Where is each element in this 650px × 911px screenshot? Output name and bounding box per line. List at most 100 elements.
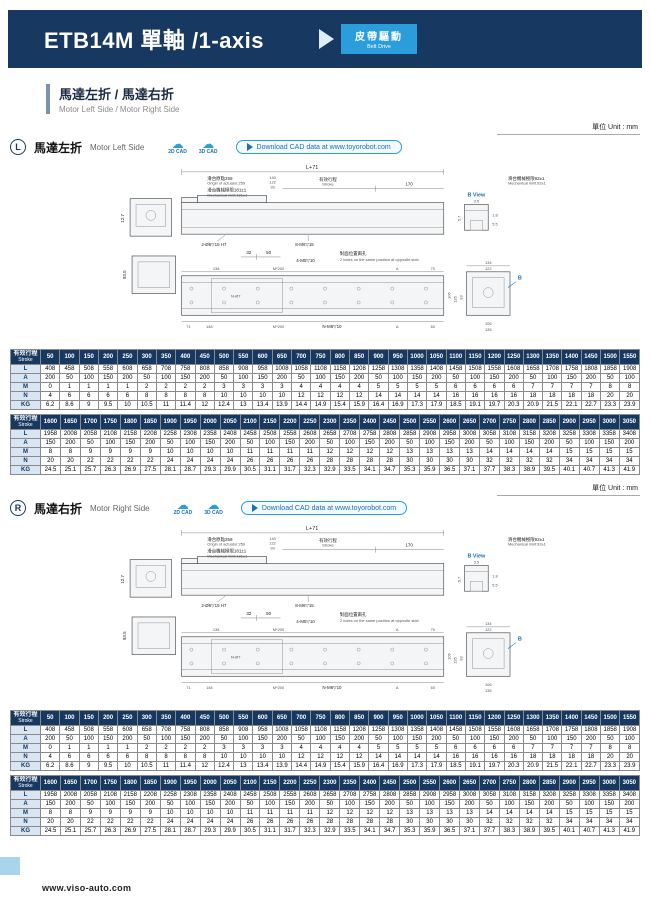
spec-cell: 2858 [399, 790, 421, 800]
spec-cell: 3 [233, 382, 254, 392]
spec-cell: 200 [503, 734, 524, 744]
spec-cell: 26.9 [119, 465, 141, 475]
spec-cell: 16.4 [368, 761, 389, 771]
cad-2d-link[interactable]: ☁ 2D CAD [168, 138, 187, 155]
subtitle-en: Motor Left Side / Motor Right Side [59, 105, 180, 114]
stroke-column-header: 750 [310, 710, 331, 726]
spec-cell: 2708 [339, 429, 361, 439]
spec-cell: 1358 [406, 725, 428, 735]
stroke-column-header: 2550 [419, 414, 441, 430]
spec-cell: 8 [40, 447, 61, 457]
spec-cell: 200 [459, 438, 480, 448]
spec-cell: 1758 [561, 364, 582, 374]
spec-cell: 2958 [439, 790, 461, 800]
cad-3d-link[interactable]: ☁ 3D CAD [204, 499, 223, 516]
end-view: 134 122 93 106 135 B [459, 621, 522, 693]
spec-cell: 24.5 [40, 465, 61, 475]
spec-cell: 32 [498, 817, 520, 827]
spec-cell: 200 [459, 799, 480, 809]
spec-cell: 20.3 [503, 761, 524, 771]
holes-n-d7: N-Ø7 [231, 655, 240, 660]
spec-cell: 2 [155, 743, 177, 753]
stroke-column-header: 2900 [558, 414, 580, 430]
spec-cell: 12 [310, 752, 331, 762]
spec-cell: 18 [522, 391, 544, 401]
spec-cell: 50 [319, 799, 341, 809]
spec-cell: 11 [279, 808, 301, 818]
spec-cell: 16 [484, 391, 505, 401]
spec-cell: 2558 [279, 790, 301, 800]
stroke-column-header: 1600 [40, 775, 61, 791]
spec-cell: 150 [40, 438, 61, 448]
download-cad-button[interactable]: Download CAD data at www.toyorobot.com [235, 140, 402, 154]
spec-cell: 20.3 [503, 400, 524, 410]
spec-cell: 20 [59, 817, 81, 827]
spec-cell: 2408 [219, 790, 241, 800]
spec-cell: 100 [339, 438, 361, 448]
dim-70: 70 [431, 627, 436, 632]
dim-70: 70 [431, 266, 436, 271]
spec-cell: 30 [439, 456, 461, 466]
spec-cell: 7 [522, 743, 544, 753]
dim-71: 71 [186, 324, 190, 329]
dim-5-5: 5.5 [492, 582, 498, 587]
cad-2d-link[interactable]: ☁ 2D CAD [174, 499, 193, 516]
spec-cell: 12 [194, 400, 215, 410]
spec-cell: 1808 [580, 725, 602, 735]
spec-cell: 100 [259, 438, 281, 448]
spec-cell: 32 [478, 456, 500, 466]
spec-cell: 14.4 [291, 400, 312, 410]
spec-cell: 16.4 [368, 400, 389, 410]
spec-cell: 1658 [522, 725, 544, 735]
spec-cell: 100 [179, 438, 201, 448]
row-label: L [10, 790, 41, 800]
spec-cell: 100 [233, 373, 254, 383]
spec-cell: 12 [359, 808, 381, 818]
spec-cell: 3008 [459, 790, 480, 800]
cad-3d-link[interactable]: ☁ 3D CAD [199, 137, 218, 155]
spec-cell: 2308 [179, 429, 201, 439]
download-cad-button[interactable]: Download CAD data at www.toyorobot.com [240, 501, 408, 515]
spec-cell: 1658 [522, 364, 544, 374]
spec-cell: 4 [310, 382, 331, 392]
spec-cell: 12 [359, 447, 381, 457]
spec-cell: 40.1 [558, 826, 580, 836]
spec-cell: 12 [310, 391, 331, 401]
spec-cell: 15.9 [348, 400, 370, 410]
spec-cell: 50 [478, 438, 500, 448]
spec-cell: 8.6 [59, 761, 80, 771]
spec-cell: 6.2 [39, 761, 61, 771]
spec-cell: 9 [119, 808, 141, 818]
stroke-column-header: 2250 [299, 414, 321, 430]
spec-cell: 1058 [291, 364, 312, 374]
spec-cell: 50 [478, 799, 500, 809]
spec-cell: 50 [319, 438, 341, 448]
spec-cell: 2858 [399, 429, 421, 439]
spec-cell: 508 [78, 364, 99, 374]
spec-cell: 26 [259, 817, 281, 827]
spec-cell: 5 [368, 382, 389, 392]
stroke-column-header: 2700 [478, 775, 500, 791]
cloud-download-icon: ☁ [202, 137, 215, 151]
stroke-label-en: Stroke [322, 182, 334, 187]
spec-cell: 17.3 [406, 400, 428, 410]
spec-cell: 32 [498, 456, 520, 466]
spec-cell: 908 [233, 725, 254, 735]
spec-cell: 100 [619, 373, 640, 383]
spec-cell: 4 [348, 743, 370, 753]
spec-cell: 150 [119, 799, 141, 809]
section-title-en: Motor Right Side [90, 503, 150, 513]
opposite-holes-cn: 對面位置兩孔 [340, 250, 367, 257]
spec-cell: 9 [99, 808, 121, 818]
spec-cell: 1608 [503, 364, 524, 374]
stroke-column-header: 1900 [159, 775, 181, 791]
spec-cell: 200 [39, 734, 61, 744]
stroke-column-header: 1200 [484, 349, 505, 365]
spec-cell: 12 [379, 808, 401, 818]
spec-cell: 23.3 [600, 761, 621, 771]
spec-cell: 2258 [159, 790, 181, 800]
